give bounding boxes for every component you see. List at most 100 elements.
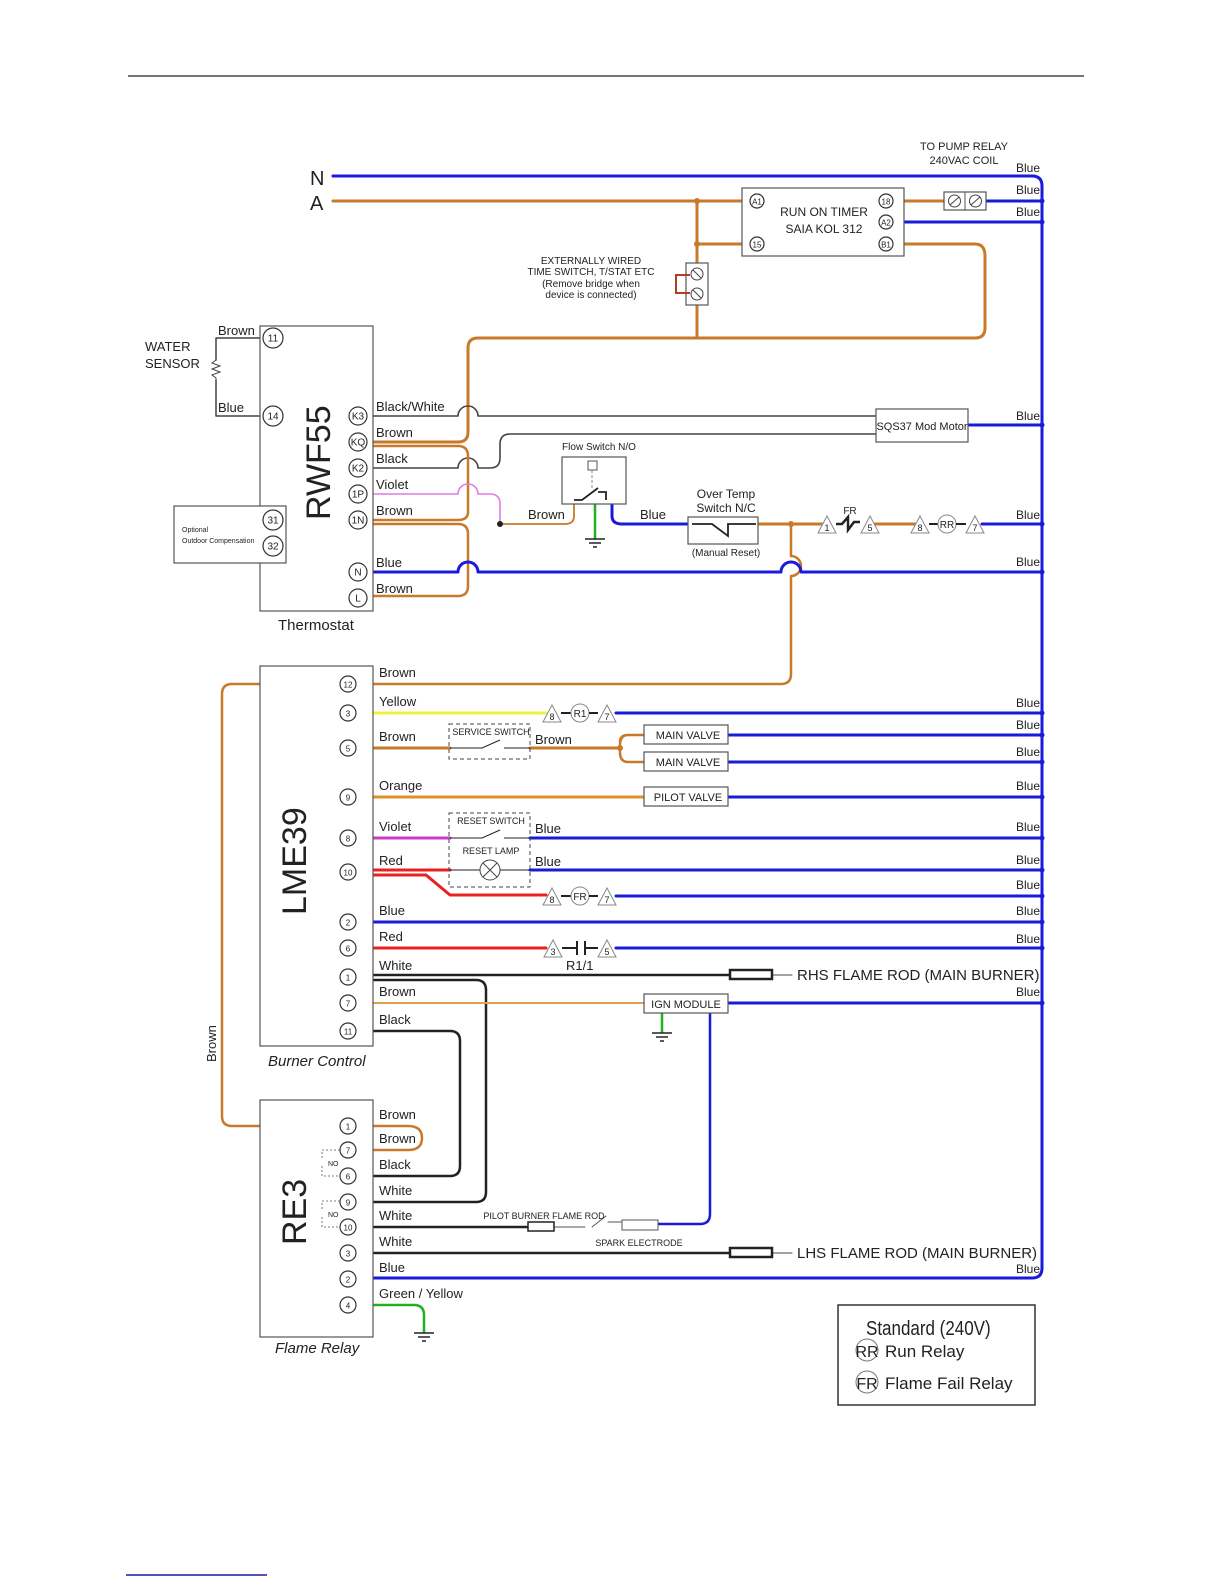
main-valve-2-label: MAIN VALVE [656,757,720,769]
lme-terminal-11: 11 [339,1022,357,1040]
pilot-flame-rod [527,1221,555,1232]
terminal-number: 4 [346,1302,351,1311]
timer-terminal-a2: A2 [878,214,894,230]
bus-dot [1039,732,1045,738]
terminal-number: N [354,568,361,579]
terminal-circle [348,432,368,452]
bus-dot [1039,710,1045,716]
optional-line-2: Outdoor Compensation [182,538,254,545]
blue-wire-label: Blue [1016,904,1040,918]
relay-pin-icon: 8 [542,886,562,906]
flow-paddle-icon [587,460,598,471]
relay-pin-icon: 5 [860,514,880,534]
legend-fr-symbol: FR [856,1376,877,1393]
terminal-circle [339,1167,357,1185]
ext-switch-line-1: EXTERNALLY WIRED [541,256,641,267]
re3-terminal-1: 1 [339,1117,357,1135]
ext-switch-line-2: TIME SWITCH, T/STAT ETC [527,267,654,278]
lme-wire-label: Red [379,853,403,868]
lme-terminal-5: 5 [339,739,357,757]
rwf-terminal-k3: K3 [348,406,368,426]
relay-pin-number: 7 [604,712,609,722]
bus-dot [1039,422,1045,428]
wire-sensor-blue [215,379,265,417]
re3-terminal-3: 3 [339,1244,357,1262]
terminal-number: 15 [753,241,762,250]
blue-wire-label: Blue [1016,696,1040,710]
ground-icon [414,1332,434,1342]
relay-pin-number: 1 [824,523,829,533]
wire-re3-1-7 [354,1124,424,1152]
pump-relay-label-1: TO PUMP RELAY [920,141,1009,153]
terminal-number: A2 [881,219,891,228]
terminal-number: 6 [346,945,351,954]
rwf-terminal-31: 31 [262,509,284,531]
lhs-flame-rod [728,1246,774,1259]
thermostat-model: RWF55 [300,405,338,520]
relay-pin-icon: 5 [597,938,617,958]
re3-contact-label-1: NO [328,1161,339,1168]
terminal-circle [339,704,357,722]
timer-terminal-15: 15 [749,236,765,252]
flow-wire-in: Brown [528,507,565,522]
service-switch-label: SERVICE SWITCH [452,727,529,737]
terminal-circle [348,510,368,530]
sensor-wire-brown: Brown [218,323,255,338]
pilot-valve [643,786,729,807]
over-temp-line-2: Switch N/C [696,501,756,515]
bus-dot [1039,794,1045,800]
re3-wire-label: Brown [379,1131,416,1146]
reset-switch-label: RESET SWITCH [457,816,525,826]
terminal-circle [339,1117,357,1135]
r1-coil: R1 [570,703,590,723]
terminal-number: 2 [346,1276,351,1285]
relay-pin-icon: 7 [597,703,617,723]
relay-pin-icon: 8 [542,703,562,723]
junction-dot [788,521,794,527]
flame-relay-model: RE3 [276,1179,314,1245]
terminal-circle [348,562,368,582]
wire-b1-kq [364,242,987,444]
reset-lamp-label: RESET LAMP [463,846,520,856]
over-temp-switch [687,516,759,545]
terminal-number: 6 [346,1173,351,1182]
timer-terminal-a1: A1 [749,193,765,209]
terminal-circle [339,1193,357,1211]
sensor-wire-blue: Blue [218,400,244,415]
bus-dot [1039,893,1045,899]
wire-to-flow [499,499,587,525]
terminal-circle [348,458,368,478]
terminal-number: 1 [346,1123,351,1132]
terminal-number: A1 [752,198,762,207]
relay-pin-icon: 7 [965,514,985,534]
lme-wire-label: Brown [379,729,416,744]
rwf-terminal-1p: 1P [348,484,368,504]
terminal-number: B1 [881,241,891,250]
legend-rr-label: Run Relay [885,1342,965,1361]
lme-terminal-12: 12 [339,675,357,693]
terminal-circle [348,588,368,608]
blue-wire-label: Blue [1016,183,1040,197]
junction-dot [497,521,503,527]
spark-electrode-label: SPARK ELECTRODE [595,1238,682,1248]
legend-rr-symbol: RR [855,1344,878,1361]
terminal-number: 9 [346,794,351,803]
bridge-wire [675,274,690,294]
re3-wire-label: Blue [379,1260,405,1275]
terminal-circle [262,535,284,557]
terminal-number: 12 [344,681,353,690]
terminal-circle [878,193,894,209]
service-switch [448,723,531,760]
lme-wire-label: Orange [379,778,422,793]
terminal-number: 10 [344,869,353,878]
bus-dot [1039,569,1045,575]
terminal-circle [339,863,357,881]
ground-icon [652,1032,672,1042]
over-temp-line-1: Over Temp [697,487,756,501]
r11-label: R1/1 [566,958,593,973]
wire-thermostat-n [364,560,1044,574]
lme-left-wire-label: Brown [204,1025,219,1062]
bus-dot [1039,759,1045,765]
terminal-circle [339,1244,357,1262]
wire-pilot-spark [553,1215,623,1228]
